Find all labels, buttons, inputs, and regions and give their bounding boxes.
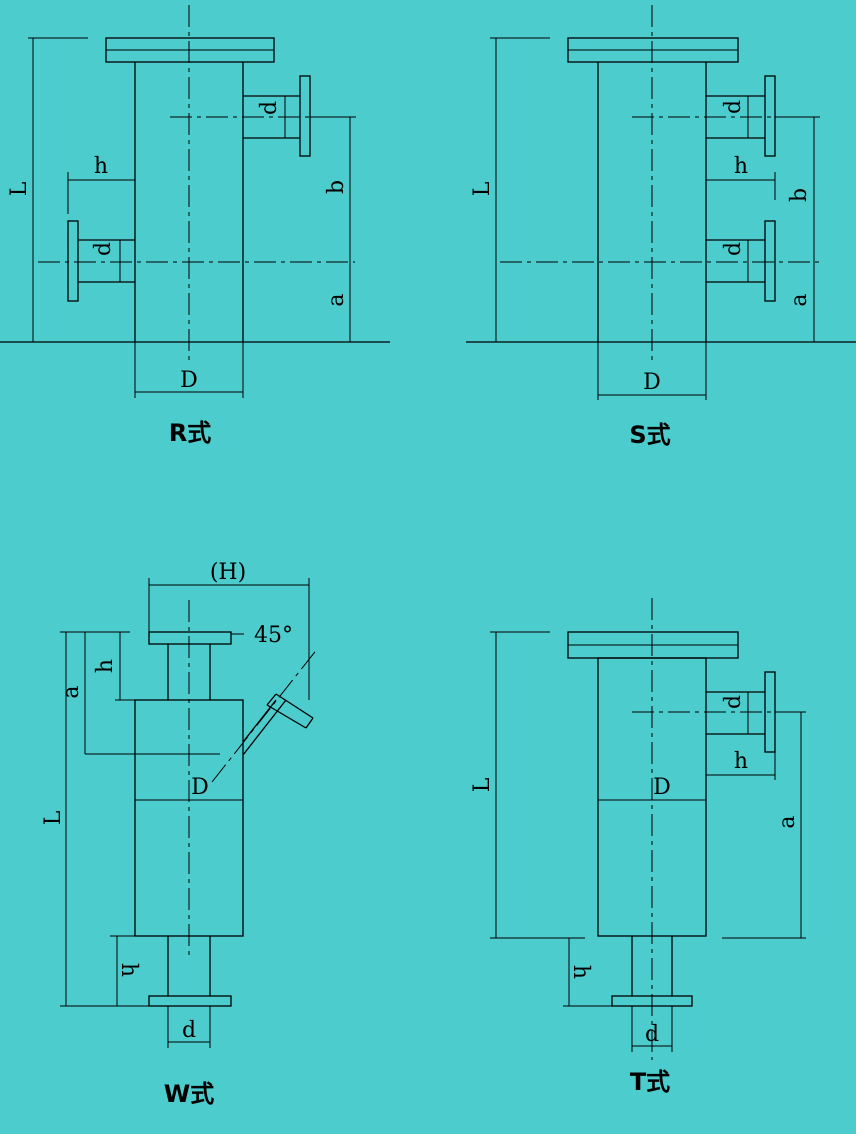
figure-s-drawing xyxy=(466,5,856,400)
figure-s-label-d-top: d xyxy=(721,100,746,114)
figure-r-label-D: D xyxy=(180,368,198,393)
figure-w-drawing xyxy=(60,578,319,1048)
figure-t-label-h-side: h xyxy=(734,749,748,774)
figure-t-label-D: D xyxy=(653,775,671,800)
figure-w-label-a: a xyxy=(59,685,84,698)
figure-r: L h d d b a D R式 xyxy=(0,5,390,447)
figure-s: L d h b d a D S式 xyxy=(466,5,856,449)
figure-t-label-a: a xyxy=(775,815,800,828)
figure-r-label-L: L xyxy=(7,181,32,196)
figure-w-caption: W式 xyxy=(164,1080,214,1108)
figure-t: L d h D a h d T式 xyxy=(470,598,806,1096)
figure-t-caption: T式 xyxy=(630,1068,670,1096)
figure-t-label-d-side: d xyxy=(721,695,746,709)
figure-s-caption: S式 xyxy=(629,421,670,449)
figure-w-label-angle: 45° xyxy=(254,623,293,648)
figure-s-label-h: h xyxy=(734,154,748,179)
figure-r-drawing xyxy=(0,5,390,398)
figure-w-label-h-bottom: h xyxy=(116,963,141,977)
figure-s-label-d-bottom: d xyxy=(721,242,746,256)
figure-r-label-b: b xyxy=(324,180,349,194)
figure-w-label-H: (H) xyxy=(210,560,246,585)
figure-w-label-D: D xyxy=(191,775,209,800)
figure-r-caption: R式 xyxy=(169,419,211,447)
figure-t-label-d-bottom: d xyxy=(645,1022,659,1047)
figure-s-label-D: D xyxy=(643,370,661,395)
figure-w: (H) 45° h a D L h d W式 xyxy=(41,560,319,1108)
figure-s-label-L: L xyxy=(470,181,495,196)
figure-w-label-h-top: h xyxy=(93,659,118,673)
figure-w-label-d: d xyxy=(182,1018,196,1043)
figure-t-label-h-bottom: h xyxy=(568,965,593,979)
figure-r-label-a: a xyxy=(324,293,349,306)
figure-r-label-d-right: d xyxy=(257,101,282,115)
figure-r-label-d-left: d xyxy=(91,242,116,256)
figure-s-label-b: b xyxy=(787,188,812,202)
figure-r-label-h: h xyxy=(94,154,108,179)
figure-t-drawing xyxy=(490,598,806,1060)
figure-w-label-L: L xyxy=(41,810,66,825)
figure-t-label-L: L xyxy=(470,777,495,792)
figure-s-label-a: a xyxy=(787,293,812,306)
